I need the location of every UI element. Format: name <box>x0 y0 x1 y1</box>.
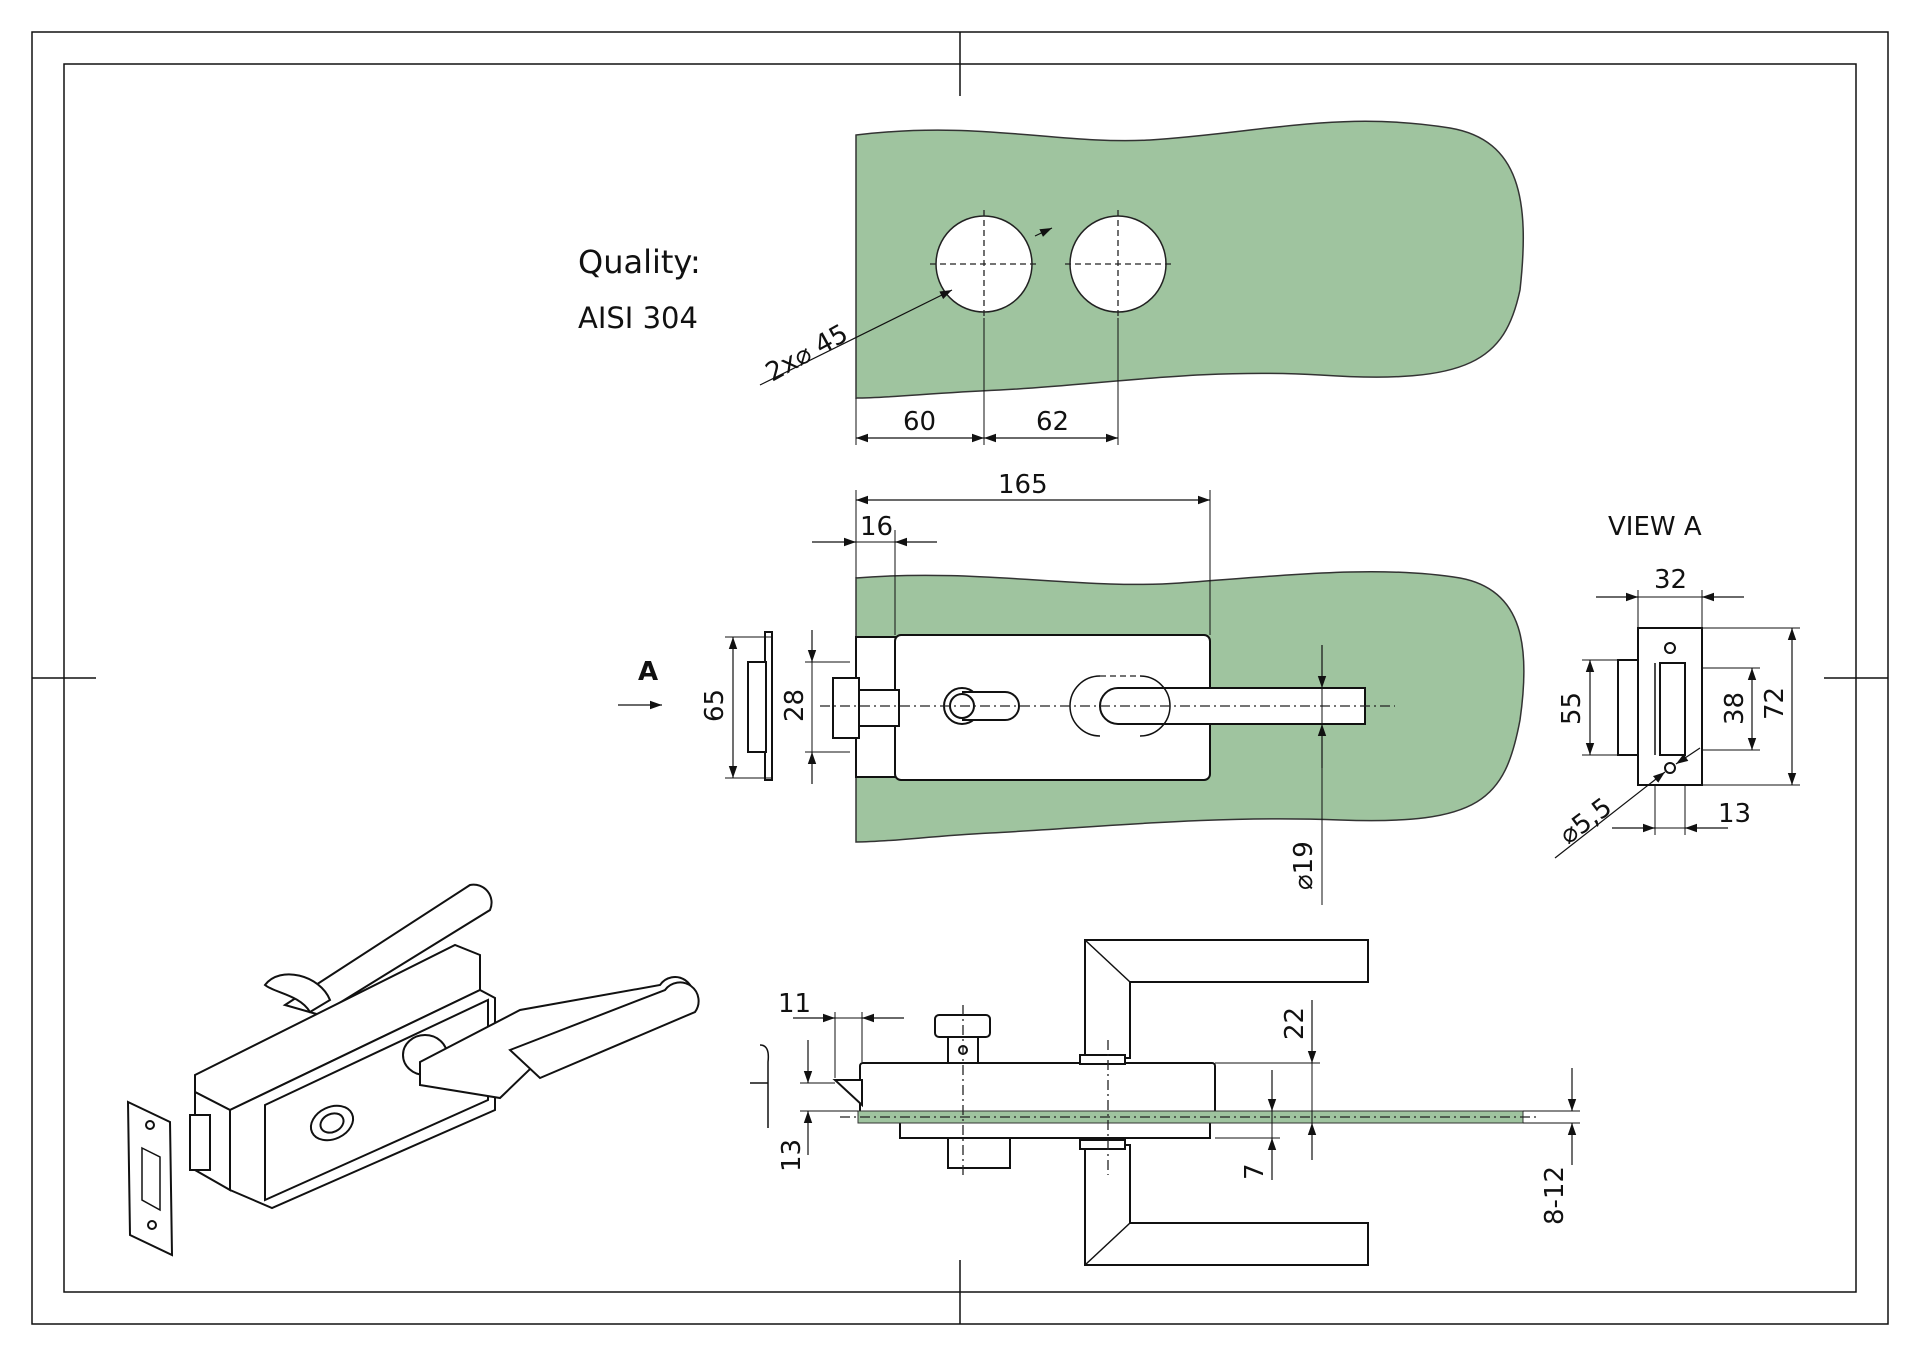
isometric-view <box>126 883 700 1257</box>
dim-body-height: 65 <box>700 689 730 722</box>
dim-clamp-offset: 16 <box>860 512 893 542</box>
view-label: VIEW A <box>1608 512 1702 542</box>
dim-latch-height: 28 <box>780 689 810 722</box>
dim-hole-spacing: 62 <box>1036 407 1069 437</box>
dim-glass-thickness: 8-12 <box>1540 1166 1570 1225</box>
glass-drilling-view: 2x⌀ 45 60 62 <box>759 120 1525 445</box>
dim-strike-height: 72 <box>1760 687 1790 720</box>
dim-handle-offset: 22 <box>1280 1007 1310 1040</box>
dim-strike-opening: 38 <box>1720 692 1750 725</box>
dim-strike-width: 32 <box>1654 565 1687 595</box>
dim-strike-depth: 13 <box>1718 799 1751 829</box>
section-marker: A <box>638 657 658 687</box>
dim-hole-diameter: 2x⌀ 45 <box>761 319 853 388</box>
plan-view: 11 13 22 7 8-12 <box>750 939 1580 1266</box>
dim-overall-length: 165 <box>998 470 1048 500</box>
dim-strike-inner: 55 <box>1557 692 1587 725</box>
dim-handle-diameter: ⌀19 <box>1289 841 1319 890</box>
handle-lower <box>1084 1144 1369 1266</box>
handle-lever <box>1099 687 1366 725</box>
quality-heading: Quality: <box>578 243 701 281</box>
view-a-strike: VIEW A 32 55 38 72 ⌀5,5 <box>1554 512 1800 859</box>
dim-latch-projection: 11 <box>778 989 811 1019</box>
lock-body-plan <box>859 1062 1216 1119</box>
dim-hole-offset: 60 <box>903 407 936 437</box>
handle-upper <box>1084 939 1369 1059</box>
dim-plate-thickness: 7 <box>1240 1163 1270 1180</box>
front-view: 165 16 65 28 <box>618 470 1525 905</box>
strike-plate-iso <box>126 1100 174 1257</box>
dim-side-offset: 13 <box>777 1139 807 1172</box>
quality-material: AISI 304 <box>578 301 698 335</box>
latch-bolt <box>832 677 860 739</box>
glass-panel-top <box>855 120 1525 399</box>
dim-screw-hole: ⌀5,5 <box>1554 792 1618 850</box>
drawing-frame <box>31 31 1889 1325</box>
